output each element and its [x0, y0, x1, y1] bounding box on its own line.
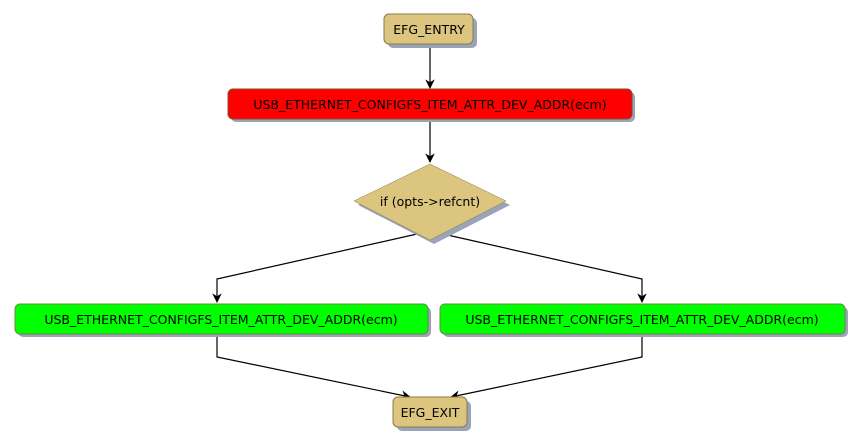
node-entry: EFG_ENTRY: [383, 13, 477, 48]
edge-decision-to-call-right: [442, 233, 647, 303]
call-left-label: USB_ETHERNET_CONFIGFS_ITEM_ATTR_DEV_ADDR…: [44, 312, 397, 327]
node-call-right: USB_ETHERNET_CONFIGFS_ITEM_ATTR_DEV_ADDR…: [439, 303, 848, 337]
edge-call-left-to-exit: [216, 335, 411, 400]
entry-box: [383, 13, 474, 45]
node-exit: EFG_EXIT: [392, 396, 471, 431]
exit-label: EFG_EXIT: [401, 405, 460, 420]
node-decision: if (opts->refcnt): [353, 163, 510, 244]
exit-box: [392, 396, 468, 428]
edges: [212, 45, 647, 400]
call-right-label: USB_ETHERNET_CONFIGFS_ITEM_ATTR_DEV_ADDR…: [465, 312, 818, 327]
call-top-label: USB_ETHERNET_CONFIGFS_ITEM_ATTR_DEV_ADDR…: [253, 97, 606, 112]
entry-label: EFG_ENTRY: [393, 22, 465, 37]
edge-call-right-to-exit: [450, 335, 643, 400]
call-right-box: [439, 303, 846, 335]
node-call-top: USB_ETHERNET_CONFIGFS_ITEM_ATTR_DEV_ADDR…: [227, 88, 635, 122]
decision-diamond: [353, 163, 507, 241]
node-call-left: USB_ETHERNET_CONFIGFS_ITEM_ATTR_DEV_ADDR…: [14, 303, 431, 337]
edge-decision-to-call-left: [212, 233, 418, 303]
call-top-box: [227, 88, 633, 120]
call-left-box: [14, 303, 429, 335]
decision-label: if (opts->refcnt): [380, 194, 480, 209]
